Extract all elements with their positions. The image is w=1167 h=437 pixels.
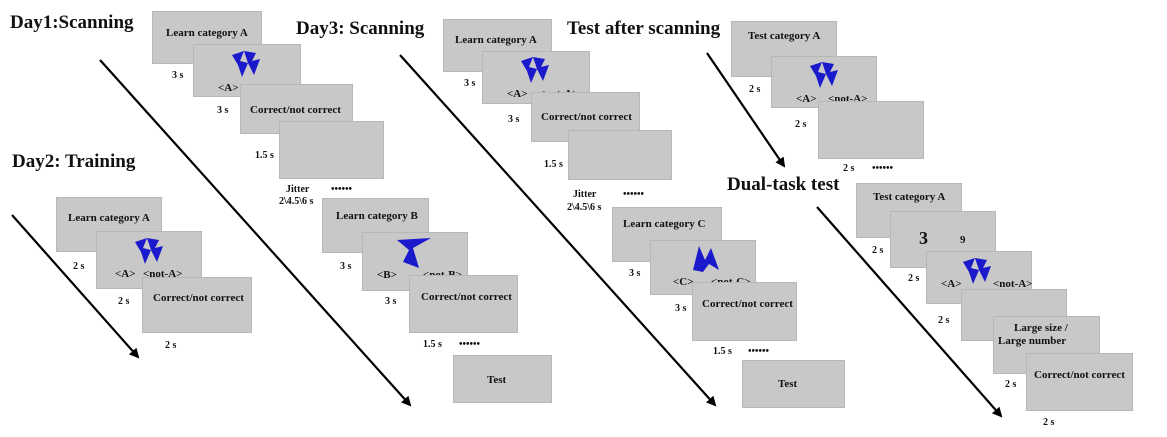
test-after-blank-screen	[818, 101, 924, 159]
category-b-stimulus	[397, 238, 431, 268]
day1-timeline-arrow	[99, 59, 412, 407]
screen-label: Correct/not correct	[1034, 369, 1125, 381]
dual-question-line2: Large number	[998, 335, 1067, 347]
screen-label: Learn category B	[336, 210, 418, 222]
duration-label: 2 s	[73, 261, 85, 272]
dual-digit-small: 9	[960, 234, 966, 246]
duration-label: 2 s	[165, 340, 177, 351]
day2-title: Day2: Training	[12, 151, 136, 172]
duration-label: 3 s	[217, 105, 229, 116]
duration-label: 2 s	[938, 315, 950, 326]
dual-feedback-screen: Correct/not correct	[1026, 353, 1133, 411]
choice-left: <A>	[507, 88, 528, 100]
duration-label: 2 s	[118, 296, 130, 307]
choice-left: <C>	[673, 276, 694, 288]
duration-label: 2 s	[872, 245, 884, 256]
day3-test-screen: Test	[742, 360, 845, 408]
choice-left: <A>	[796, 93, 817, 105]
screen-label: Correct/not correct	[421, 291, 512, 303]
ellipsis: ••••••	[748, 346, 770, 357]
screen-label: Correct/not correct	[153, 292, 244, 304]
dual-question-line1: Large size /	[1014, 322, 1068, 334]
day1-feedback-b-screen: Correct/not correct	[409, 275, 518, 333]
category-a-stimulus	[232, 51, 260, 77]
screen-label: Learn category A	[68, 212, 150, 224]
choice-right: <not-A>	[828, 93, 868, 105]
ellipsis: ••••••	[459, 339, 481, 350]
duration-label: 1.5 s	[713, 346, 732, 357]
screen-label: Test category A	[748, 30, 821, 42]
duration-label: 3 s	[172, 70, 184, 81]
duration-label: 2 s	[795, 119, 807, 130]
duration-label: 1.5 s	[544, 159, 563, 170]
jitter-label: Jitter	[573, 189, 597, 200]
dual-task-timeline-arrow	[816, 206, 1003, 418]
day1-title: Day1:Scanning	[10, 12, 134, 33]
choice-left: <B>	[377, 269, 397, 281]
duration-label: 2 s	[1043, 417, 1055, 428]
category-a-stimulus	[521, 57, 549, 83]
test-after-choice-screen: <A> <not-A>	[771, 56, 877, 108]
screen-label: Correct/not correct	[541, 111, 632, 123]
day2-feedback-screen: Correct/not correct	[142, 277, 252, 333]
choice-left: <A>	[941, 278, 962, 290]
duration-label: 1.5 s	[423, 339, 442, 350]
duration-label: 3 s	[629, 268, 641, 279]
day3-timeline-arrow	[399, 54, 717, 407]
duration-label: 3 s	[675, 303, 687, 314]
category-c-stimulus	[693, 246, 719, 272]
day1-test-screen: Test	[453, 355, 552, 403]
duration-label: 2 s	[1005, 379, 1017, 390]
duration-label: 3 s	[340, 261, 352, 272]
day3-title: Day3: Scanning	[296, 18, 425, 39]
category-a-stimulus	[963, 258, 991, 284]
choice-left: <A>	[218, 82, 239, 94]
duration-label: 2 s	[843, 163, 855, 174]
jitter-label: Jitter	[286, 184, 310, 195]
screen-label: Test	[487, 374, 507, 386]
test-after-timeline-arrow	[706, 52, 786, 168]
choice-right: <not-A>	[143, 268, 183, 280]
day3-feedback-c-screen: Correct/not correct	[692, 282, 797, 341]
category-a-stimulus	[810, 62, 838, 88]
jitter-values: 2\4.5\6 s	[567, 202, 602, 213]
day3-blank-screen	[568, 130, 672, 180]
duration-label: 3 s	[464, 78, 476, 89]
screen-label: Correct/not correct	[702, 298, 793, 310]
ellipsis: ••••••	[331, 184, 353, 195]
day1-blank-screen	[279, 121, 384, 179]
screen-label: Learn category A	[166, 27, 248, 39]
ellipsis: ••••••	[623, 189, 645, 200]
category-a-stimulus	[135, 238, 163, 264]
screen-label: Correct/not correct	[250, 104, 341, 116]
screen-label: Learn category A	[455, 34, 537, 46]
jitter-values: 2\4.5\6 s	[279, 196, 314, 207]
screen-label: Test	[778, 378, 798, 390]
duration-label: 1.5 s	[255, 150, 274, 161]
dual-digit-large: 3	[919, 228, 928, 248]
ellipsis: ••••••	[872, 163, 894, 174]
duration-label: 2 s	[908, 273, 920, 284]
duration-label: 2 s	[749, 84, 761, 95]
screen-label: Test category A	[873, 191, 946, 203]
dual-task-title: Dual-task test	[727, 174, 840, 195]
test-after-title: Test after scanning	[567, 18, 721, 39]
choice-left: <A>	[115, 268, 136, 280]
duration-label: 3 s	[385, 296, 397, 307]
choice-right: <not-A>	[993, 278, 1033, 290]
screen-label: Learn category C	[623, 218, 706, 230]
day2-timeline-arrow	[11, 214, 140, 359]
duration-label: 3 s	[508, 114, 520, 125]
